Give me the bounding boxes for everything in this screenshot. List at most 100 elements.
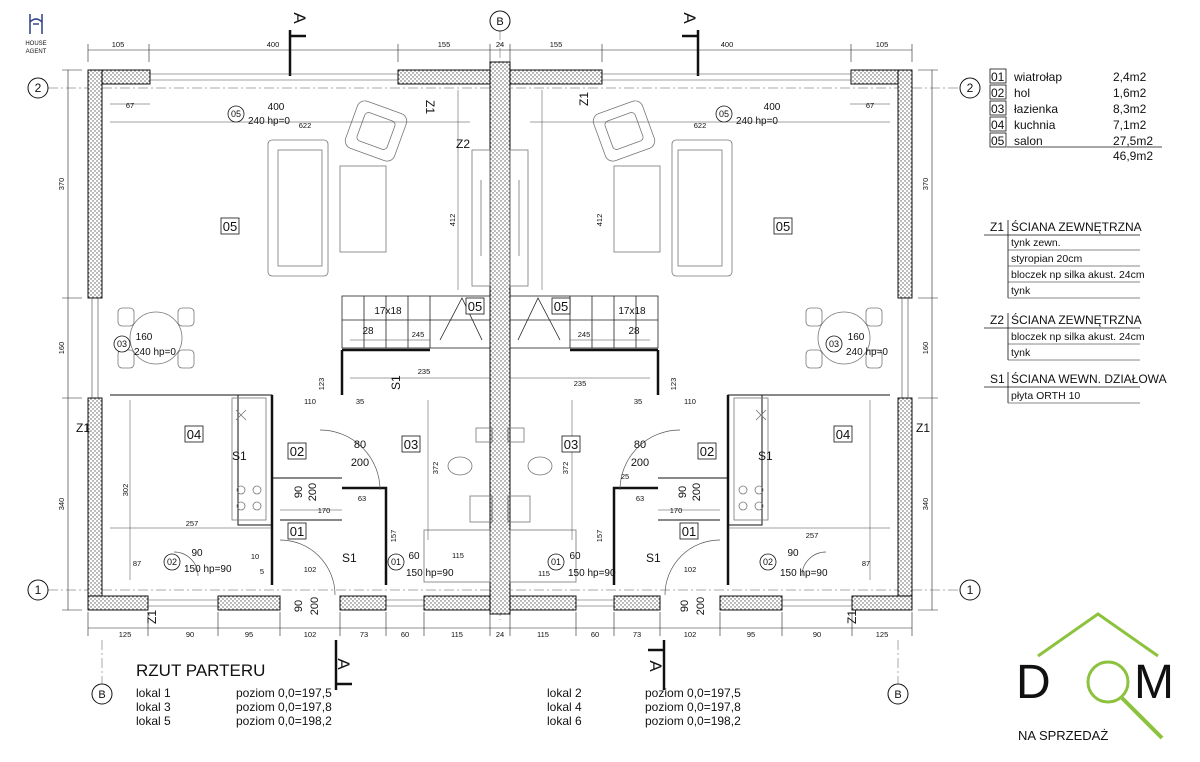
dim-235-right: 235	[574, 379, 587, 388]
door-swings	[173, 429, 827, 596]
window-tag-id-hall-left: 01	[391, 557, 401, 567]
kitchen-counter-right	[733, 397, 769, 521]
axis-marker-b-left: B	[91, 683, 113, 705]
axis-label-2-right: 2	[967, 81, 974, 95]
door-hall-w-left: 90	[293, 486, 305, 498]
legend-row-1-name: wiatrołap	[1013, 70, 1062, 84]
window-tag-w-kitchen-left: 90	[191, 548, 203, 559]
wall-tag-z1-left: Z1	[76, 421, 90, 435]
section-label-top-right: A	[680, 12, 699, 24]
bottom-dimension-chain	[87, 612, 913, 636]
axis-marker-1-right: 1	[959, 579, 981, 601]
legend-row-2: 02 hol 1,6m2	[989, 84, 1147, 100]
tv-cabinet	[471, 149, 529, 287]
dom-letter-m: M	[1134, 656, 1174, 709]
wall-tag-s1-vest-right: S1	[646, 551, 661, 565]
levels-left-poziom-1: poziom 0,0=197,5	[236, 686, 332, 700]
axis-label-b-left: B	[98, 689, 105, 701]
armchair-left	[344, 100, 408, 162]
bathroom-fixtures	[423, 427, 577, 583]
legend-row-1-area: 2,4m2	[1113, 70, 1147, 84]
window-tag-id-kitchen-left: 02	[167, 557, 177, 567]
bottom-dimension-labels: 125 90 95 102 73 60 115 24 115 60 73 102…	[119, 630, 889, 639]
dim-63-right: 63	[636, 494, 644, 503]
dim-87-left: 87	[133, 559, 141, 568]
legend-row-3: 03 łazienka 8,3m2	[989, 100, 1147, 116]
axis-marker-2-right: 2	[959, 77, 981, 99]
stairs-tread-right: 28	[628, 326, 640, 337]
armchair-right	[592, 100, 656, 162]
dom-na-sprzedaz-logo: D M NA SPRZEDAŻ	[1016, 612, 1174, 743]
dim-115-right: 115	[538, 569, 550, 578]
stairs-right	[509, 295, 659, 349]
wall-type-z1-layer-1: tynk zewn.	[1011, 237, 1061, 249]
legend-row-4: 04 kuchnia 7,1m2	[989, 116, 1147, 132]
dim-110-right: 110	[684, 397, 696, 406]
dim-35-right: 35	[634, 397, 642, 406]
wall-type-z1-layer-4: tynk	[1011, 285, 1031, 297]
bottom-dim-15: 125	[876, 630, 889, 639]
bottom-dim-11: 73	[633, 630, 641, 639]
levels-right: lokal 2 poziom 0,0=197,5 lokal 4 poziom …	[547, 686, 741, 728]
magnifier-icon	[1086, 660, 1130, 704]
wall-tag-s1-vest-left: S1	[342, 551, 357, 565]
dim-67-right: 67	[866, 101, 874, 110]
left-dim-1: 370	[57, 178, 66, 191]
side-dimension-labels: 370 160 340 370 160 340	[57, 178, 930, 511]
wall-tag-s1-stair-left: S1	[389, 375, 403, 390]
dim-372-right: 372	[561, 462, 570, 475]
wall-type-z2-id: Z2	[990, 313, 1004, 327]
dim-63-left: 63	[358, 494, 366, 503]
levels-left-poziom-2: poziom 0,0=197,8	[236, 700, 332, 714]
room-label-wiatrolap-right: 01	[682, 524, 696, 539]
dim-235-left: 235	[418, 367, 431, 376]
section-marker-bottom-right: A	[646, 640, 666, 690]
exterior-walls	[87, 61, 913, 615]
window-tag-w-top-left: 400	[268, 102, 285, 113]
window-tag-id-top-left: 05	[231, 109, 241, 119]
dim-123-right: 123	[669, 378, 678, 391]
wall-type-s1-layer-1: płyta ORTH 10	[1011, 390, 1080, 402]
dom-tagline: NA SPRZEDAŻ	[1018, 728, 1108, 743]
levels-right-poziom-2: poziom 0,0=197,8	[645, 700, 741, 714]
legend-total: 46,9m2	[1113, 149, 1153, 163]
legend-row-3-name: łazienka	[1014, 102, 1058, 116]
window-tag-w-hall-left: 60	[408, 551, 420, 562]
window-tag-h-hall-left: 150 hp=90	[406, 568, 454, 579]
room-label-salon-right: 05	[776, 219, 790, 234]
door-entry-w-right: 90	[679, 600, 691, 612]
plan-title: RZUT PARTERU	[136, 661, 265, 680]
room-legend: 01 wiatrołap 2,4m2 02 hol 1,6m2 03 łazie…	[989, 68, 1162, 163]
wall-tags: Z1 Z1 Z1 Z1 Z1 Z1 Z2 S1 S1 S1 S1 S1	[76, 92, 930, 624]
window-glazing	[91, 73, 909, 607]
inner-dimension-lines	[110, 90, 890, 580]
legend-row-1: 01 wiatrołap 2,4m2	[989, 68, 1147, 84]
right-dim-3: 340	[921, 498, 930, 511]
dom-letter-d: D	[1016, 656, 1051, 709]
window-tag-id-dining-right: 03	[829, 339, 839, 349]
axis-label-2-left: 2	[35, 81, 42, 95]
top-dim-5: 155	[550, 40, 563, 49]
dim-5-left: 5	[260, 567, 264, 576]
room-label-kuchnia-left: 04	[187, 427, 201, 442]
legend-row-3-id: 03	[991, 102, 1005, 116]
dim-25-right: 25	[621, 472, 629, 481]
wall-type-legend: Z1 ŚCIANA ZEWNĘTRZNA tynk zewn. styropia…	[984, 219, 1167, 404]
door-hall-h-right: 200	[691, 483, 703, 501]
dim-110-left: 110	[304, 397, 316, 406]
wall-tag-z1-top: Z1	[423, 100, 437, 114]
wall-type-s1-id: S1	[990, 372, 1005, 386]
axis-label-b-right: B	[894, 689, 901, 701]
room-label-wiatrolap-left: 01	[290, 524, 304, 539]
door-bath-w-left: 80	[354, 439, 366, 451]
levels-right-poziom-1: poziom 0,0=197,5	[645, 686, 741, 700]
bottom-dim-8: 24	[496, 630, 504, 639]
window-tag-w-kitchen-right: 90	[787, 548, 799, 559]
house-agent-logo-icon	[29, 14, 43, 34]
dim-257-right: 257	[806, 531, 819, 540]
axis-marker-b-right: B	[887, 683, 909, 705]
dim-245-left: 245	[412, 330, 425, 339]
door-bath-w-right: 80	[634, 439, 646, 451]
axis-label-b-top: B	[496, 16, 503, 28]
